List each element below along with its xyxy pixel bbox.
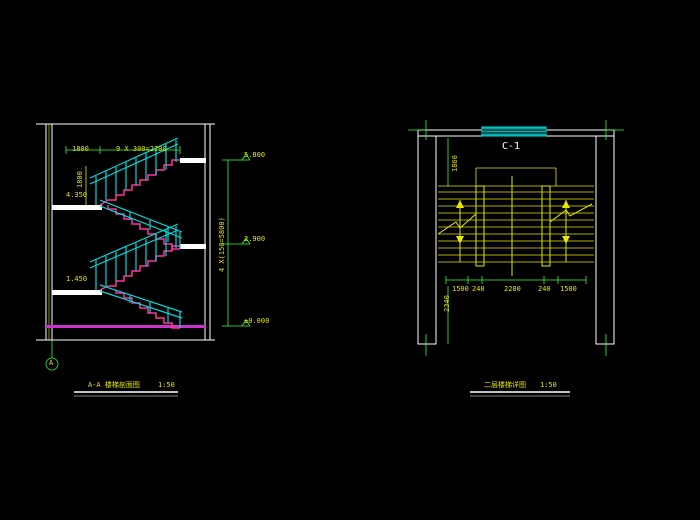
section-dim-top: 1800: [72, 145, 89, 153]
section-elev-bottom: ±0.000: [244, 317, 270, 325]
section-drawing: [36, 123, 251, 397]
section-elev-mid: 2.900: [244, 235, 266, 243]
section-level-2: 1.450: [66, 275, 88, 283]
plan-walls: [417, 129, 615, 345]
section-level-1: 4.350: [66, 191, 88, 199]
stair-flights: [99, 159, 180, 329]
section-right-wall: [204, 124, 211, 340]
elevation-markers: [241, 153, 251, 327]
break-lines: [437, 203, 593, 235]
plan-title-underline: [470, 391, 570, 397]
plan-dim-bottom-4: 240: [538, 285, 551, 293]
axis-label: A: [49, 359, 54, 367]
plan-dimensions: [445, 138, 587, 344]
plan-dim-top: 1860: [451, 155, 459, 172]
axis-bubble: [45, 340, 59, 371]
plan-dim-bottom-3: 2280: [504, 285, 521, 293]
plan-tag: C-1: [502, 141, 521, 152]
section-title-underline: [74, 391, 178, 397]
plan-axes: [408, 120, 624, 356]
direction-arrows: [459, 176, 567, 276]
plan-dim-side: 2340: [443, 295, 451, 312]
stair-treads: [438, 167, 594, 263]
plan-dim-bottom-5: 1500: [560, 285, 577, 293]
section-slabs: [46, 158, 206, 328]
plan-dim-bottom-1: 1500: [452, 285, 469, 293]
section-dim-steps: 9 X 300=2700: [116, 145, 167, 153]
section-elev-top: 5.800: [244, 151, 266, 159]
section-left-wall: [40, 123, 58, 341]
window: [481, 126, 547, 137]
railings: [89, 137, 183, 328]
section-title: A-A 楼梯剖面图: [88, 381, 140, 389]
plan-drawing: [408, 120, 624, 397]
section-dim-riser: 1800: [76, 171, 84, 188]
stair-wells: [475, 185, 551, 267]
plan-dim-bottom-2: 240: [472, 285, 485, 293]
section-scale: 1:50: [158, 381, 175, 389]
arrow-heads: [456, 200, 570, 244]
plan-scale: 1:50: [540, 381, 557, 389]
plan-title: 二层楼梯详图: [484, 381, 526, 389]
section-height-total: 4 X(150=5800): [218, 217, 226, 272]
section-dimensions: [65, 146, 250, 327]
